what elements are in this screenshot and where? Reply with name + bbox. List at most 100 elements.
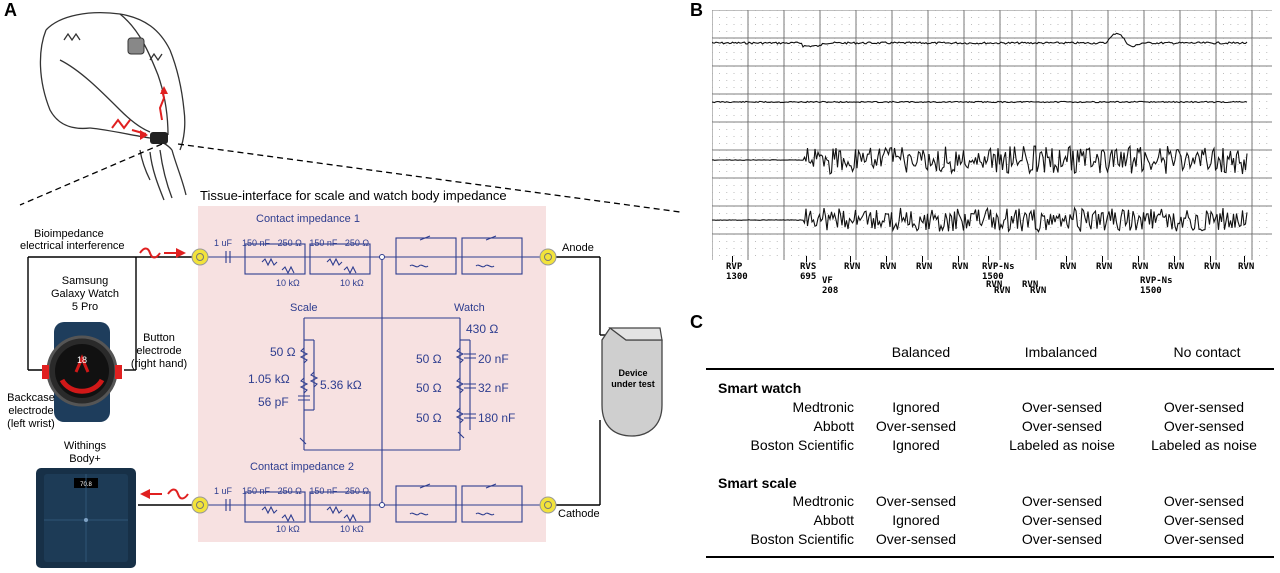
watch-c1-label: 20 nF: [478, 352, 509, 366]
table-cell: Over-sensed: [875, 493, 957, 509]
watch-r1-label: 50 Ω: [416, 352, 442, 366]
col-header-no-contact: No contact: [1173, 344, 1241, 360]
egm-marker-label: RVN: [916, 262, 933, 272]
egm-marker: RVN: [844, 256, 860, 272]
egm-marker-label: RVN: [880, 262, 897, 272]
watch-name: Samsung Galaxy Watch 5 Pro: [50, 275, 120, 313]
row-label: Boston Scientific: [750, 437, 855, 453]
scale-c1-label: 56 pF: [258, 395, 289, 409]
arrow-red-right: [176, 248, 186, 258]
table-cell: Labeled as noise: [1009, 437, 1115, 453]
tissue-interface-title: Tissue-interface for scale and watch bod…: [200, 188, 507, 203]
contact-top-labels: 1 uF 150 nF 250 Ω 150 nF 250 Ω: [214, 238, 370, 248]
egm-marker-interval: 208: [822, 286, 839, 296]
table-cell: Ignored: [892, 399, 940, 415]
egm-marker-label: RVP-Ns: [982, 262, 1015, 272]
egm-trace-2: [712, 100, 1248, 104]
col-header-balanced: Balanced: [891, 344, 951, 360]
egm-marker-interval: 1500: [1140, 286, 1162, 296]
scale-r3-label: 5.36 kΩ: [320, 378, 362, 392]
table-cell: Over-sensed: [1021, 418, 1103, 434]
contact-top-r3: 10 kΩ: [276, 278, 300, 288]
egm-marker-label: RVN: [994, 286, 1011, 296]
watch-on-wrist: [150, 132, 168, 144]
table-top-rule: [706, 368, 1274, 370]
watch-r3-label: 50 Ω: [416, 411, 442, 425]
egm-marker: RVN: [986, 280, 1002, 290]
contact-impedance-1-label: Contact impedance 1: [256, 213, 360, 225]
watch-branch-label: Watch: [454, 302, 485, 314]
row-label: Boston Scientific: [750, 531, 855, 547]
results-table: Balanced Imbalanced No contact Smart wat…: [706, 332, 1274, 560]
egm-marker-label: VF: [822, 276, 833, 286]
row-label: Medtronic: [792, 399, 854, 415]
egm-marker-label: RVN: [1060, 262, 1077, 272]
current-path-arrows: [111, 89, 166, 135]
egm-marker: RVN: [1096, 256, 1113, 272]
contact-bottom-r4: 10 kΩ: [340, 524, 364, 534]
egm-trace-1: [712, 32, 1248, 48]
backcase-electrode-label: Backcase electrode (left wrist): [7, 392, 55, 430]
table-cell: Over-sensed: [1163, 399, 1245, 415]
egm-trace-3: [712, 144, 1248, 175]
egm-marker-interval: 1500: [982, 272, 1004, 282]
egm-marker-label: RVN: [1204, 262, 1221, 272]
scale-name: Withings Body+: [63, 440, 107, 465]
egm-marker: RVN: [1132, 256, 1148, 272]
egm-marker: RVN: [1168, 256, 1184, 272]
contact-bottom-labels: 1 uF 150 nF 250 Ω 150 nF 250 Ω: [214, 486, 370, 496]
table-cell: Ignored: [892, 512, 940, 528]
egm-marker-label: RVP: [726, 262, 743, 272]
egm-marker-label: RVP-Ns: [1140, 276, 1173, 286]
egm-marker: RVN: [880, 256, 897, 272]
egm-marker-label: RVN: [1096, 262, 1113, 272]
interference-wave-bottom: [167, 488, 189, 500]
table-cell: Over-sensed: [1021, 399, 1103, 415]
table-cell: Over-sensed: [1163, 493, 1245, 509]
scale-display: 70.8: [80, 482, 92, 488]
panel-b-letter: B: [690, 0, 703, 20]
table-cell: Over-sensed: [1163, 531, 1245, 547]
egm-marker-interval: 1300: [726, 272, 748, 282]
egm-marker: RVN: [1060, 256, 1077, 272]
section-smart-scale: Smart scale: [718, 475, 797, 491]
arrow-red-left: [140, 489, 150, 499]
watch-graphic: [42, 322, 122, 422]
contact-top-r4: 10 kΩ: [340, 278, 364, 288]
panel-c-letter: C: [690, 312, 703, 332]
table-cell: Labeled as noise: [1151, 437, 1257, 453]
table-cell: Over-sensed: [875, 418, 957, 434]
egm-marker-interval: 695: [800, 272, 817, 282]
schematic: [200, 235, 548, 523]
section-smart-watch: Smart watch: [718, 380, 802, 396]
table-cell: Over-sensed: [1163, 418, 1245, 434]
electrode-cathode: [539, 496, 557, 514]
watch-c3-label: 180 nF: [478, 411, 516, 425]
egm-trace-4: [712, 206, 1248, 233]
egm-marker-label: RVN: [952, 262, 969, 272]
watch-r2-label: 50 Ω: [416, 381, 442, 395]
interference-wave-top: [139, 247, 161, 259]
button-electrode-label: Button electrode (right hand): [130, 332, 188, 370]
row-label: Abbott: [813, 512, 854, 528]
table-cell: Over-sensed: [1021, 493, 1103, 509]
egm-marker: RVN: [952, 256, 969, 272]
cathode-label: Cathode: [558, 508, 600, 520]
device-under-test-label: Device under test: [611, 368, 655, 389]
egm-marker: RVN: [1238, 256, 1254, 272]
table-cell: Ignored: [892, 437, 940, 453]
scale-branch-label: Scale: [290, 302, 318, 314]
panel-a-letter: A: [4, 0, 17, 20]
egm-marker-label: RVS: [800, 262, 817, 272]
row-label: Abbott: [813, 418, 854, 434]
table-cell: Over-sensed: [1163, 512, 1245, 528]
table-cell: Over-sensed: [875, 531, 957, 547]
electrode-top-left: [191, 248, 209, 266]
watch-c2-label: 32 nF: [478, 381, 509, 395]
